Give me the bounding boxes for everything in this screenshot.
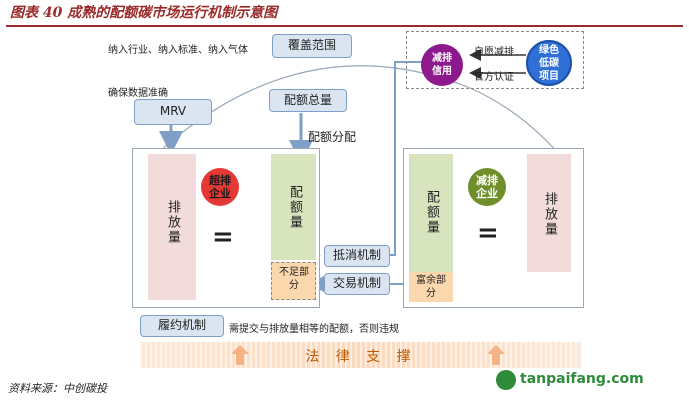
green-project-circle: 绿色低碳项目 [526, 40, 572, 86]
offset-mechanism-box: 抵消机制 [324, 245, 390, 267]
over-emission-company-label: 超排企业 [209, 174, 231, 200]
reduction-company-circle: 减排企业 [468, 168, 506, 206]
left-quota-label: 配额量 [287, 185, 302, 230]
industries-text: 纳入行业、纳入标准、纳入气体 [108, 45, 248, 56]
law-left-up-arrow-icon [231, 345, 249, 365]
right-emission-label: 排放量 [542, 192, 557, 237]
law-right-up-arrow-icon [487, 345, 505, 365]
trading-mechanism-box: 交易机制 [324, 273, 390, 295]
law-support-bar: 法 律 支 撑 [140, 342, 582, 368]
surplus-box [409, 272, 453, 302]
watermark-text: tanpaifang.com [520, 371, 644, 387]
figure-title: 图表 40 成熟的配额碳市场运行机制示意图 [10, 5, 278, 21]
right-quota-bar [409, 154, 453, 272]
reduction-company-label: 减排企业 [476, 174, 498, 200]
voluntary-text: 自愿减排 [474, 47, 514, 58]
shortage-label: 不足部分 [279, 267, 309, 291]
shortage-box [271, 262, 316, 300]
coverage-box: 覆盖范围 [272, 34, 352, 58]
surplus-label: 富余部分 [416, 275, 446, 299]
over-emission-company-circle: 超排企业 [201, 168, 239, 206]
official-text: 官方认证 [474, 72, 514, 83]
quota-allocation-label: 配额分配 [308, 130, 357, 144]
left-quota-bar [271, 154, 316, 260]
green-project-label: 绿色低碳项目 [539, 44, 559, 82]
compliance-mechanism-box: 履约机制 [140, 315, 224, 337]
offset-project-box [406, 31, 584, 89]
title-divider [6, 25, 683, 27]
right-quota-label: 配额量 [424, 190, 439, 235]
law-support-label: 法 律 支 撑 [305, 349, 417, 365]
compliance-text: 需提交与排放量相等的配额，否则违规 [229, 324, 399, 335]
mrv-box: MRV [134, 99, 212, 125]
total-quota-box: 配额总量 [269, 89, 347, 112]
coverage-arc [149, 65, 561, 161]
source-note: 资料来源：中创碳投 [8, 382, 107, 395]
left-emission-bar [148, 154, 196, 300]
left-emission-label: 排放量 [165, 200, 180, 245]
left-equals: = [212, 222, 234, 252]
reduction-credit-circle: 减排信用 [421, 44, 463, 86]
watermark-logo-icon [496, 370, 516, 390]
right-emission-bar [527, 154, 571, 272]
reduction-credit-label: 减排信用 [432, 53, 452, 77]
ensure-data-text: 确保数据准确 [108, 88, 168, 99]
right-equals: = [477, 218, 499, 248]
